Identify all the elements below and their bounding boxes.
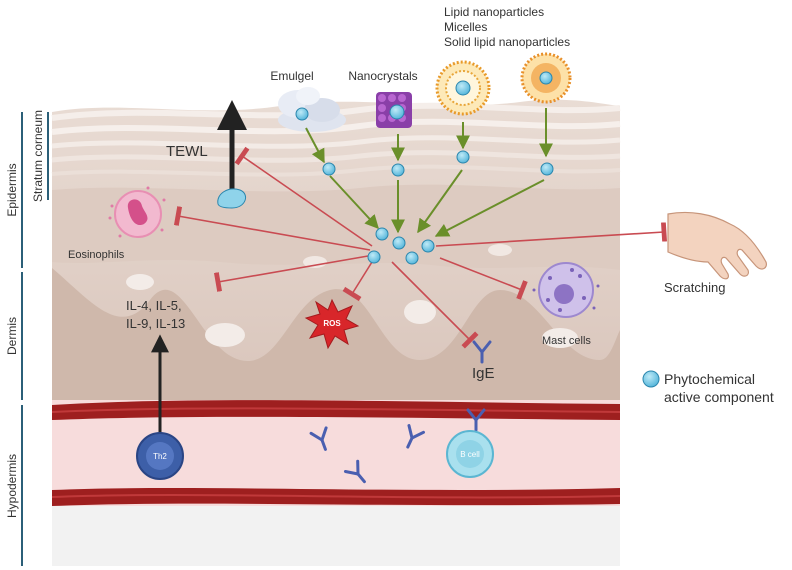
legend-line1: Phytochemical	[664, 371, 755, 387]
blood-vessel	[51, 400, 621, 566]
solid-lipid-nanoparticle-icon	[520, 52, 572, 104]
stratum-corneum-label: Stratum corneum	[31, 110, 45, 202]
scratching-label: Scratching	[664, 280, 725, 295]
micelles-label: Micelles	[444, 20, 487, 34]
eosinophil-icon	[108, 186, 166, 238]
scratching-hand-icon	[667, 211, 767, 280]
b-cell-label: B cell	[460, 450, 480, 459]
emulgel-label: Emulgel	[270, 69, 313, 83]
interleukins-line1: IL-4, IL-5,	[126, 298, 182, 313]
skin-tissue	[51, 99, 621, 400]
solid-lipid-nanoparticles-label: Solid lipid nanoparticles	[444, 35, 570, 49]
lipid-nanoparticles-label: Lipid nanoparticles	[444, 5, 544, 19]
nanocrystals-label: Nanocrystals	[348, 69, 417, 83]
th2-cell-icon	[136, 432, 184, 480]
epidermis-label: Epidermis	[5, 163, 19, 216]
inhibition-lines	[173, 146, 667, 349]
mast-cells-label: Mast cells	[542, 335, 591, 347]
emulgel-icon	[278, 87, 346, 132]
hypodermis-label: Hypodermis	[5, 454, 19, 518]
dermis-label: Dermis	[5, 317, 19, 355]
legend-line2: active component	[664, 389, 774, 405]
nanocrystal-icon	[376, 92, 412, 128]
active-components-upper	[322, 150, 554, 177]
ros-label: ROS	[323, 319, 341, 328]
ros-icon	[304, 298, 360, 350]
legend-marker-icon	[642, 370, 660, 388]
ige-antibody-icon	[472, 340, 492, 364]
tewl-label: TEWL	[166, 143, 208, 160]
antibodies-in-vessel	[309, 408, 486, 484]
eosinophils-label: Eosinophils	[68, 249, 125, 261]
b-cell-icon	[446, 430, 494, 478]
layer-brackets	[21, 112, 49, 566]
delivery-arrows	[305, 108, 553, 237]
water-droplet-icon	[217, 188, 247, 209]
ige-label: IgE	[472, 365, 495, 382]
active-components-center	[367, 227, 435, 265]
lipid-nanoparticle-icon	[435, 60, 491, 116]
mast-cell-icon	[532, 262, 600, 318]
interleukins-line2: IL-9, IL-13	[126, 316, 185, 331]
th2-label: Th2	[153, 452, 167, 461]
